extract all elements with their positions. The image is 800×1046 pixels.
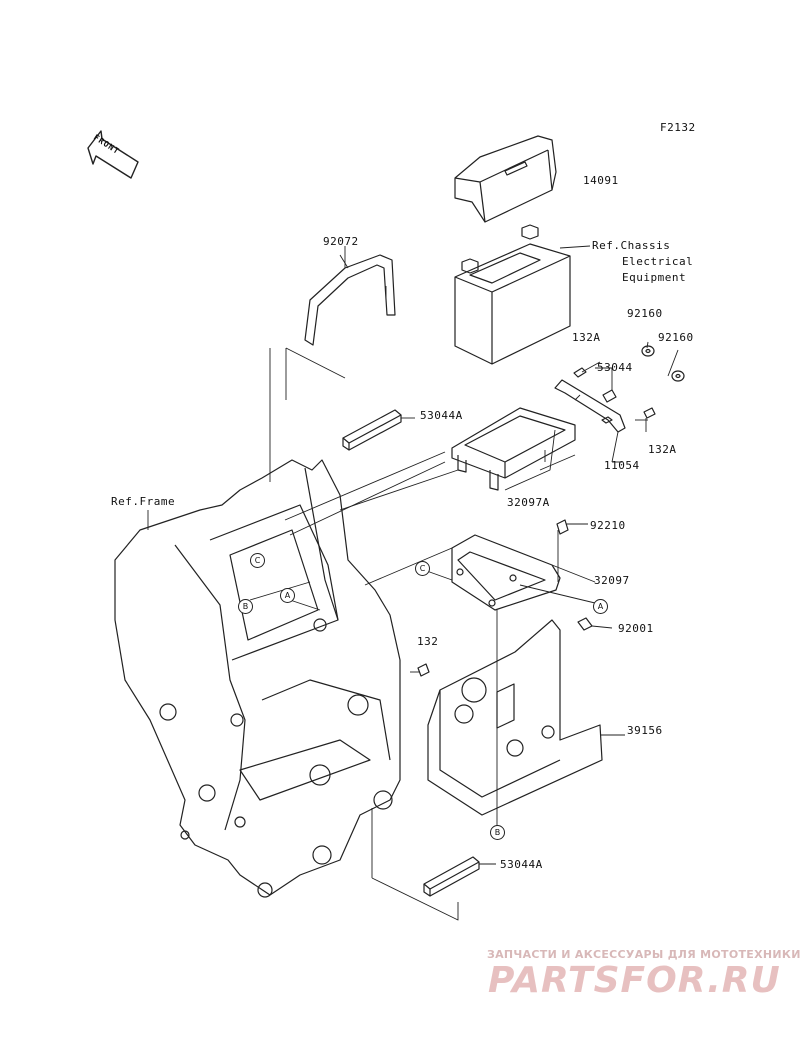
nut-92210-part bbox=[556, 519, 569, 535]
label-53044: 53044 bbox=[597, 361, 633, 374]
lower-cover-part bbox=[427, 619, 603, 816]
damper-rubber-lower-part bbox=[423, 856, 496, 897]
callout-b-frame: B bbox=[238, 599, 253, 614]
label-ref-chassis-line3: Equipment bbox=[622, 271, 687, 284]
callout-c-tray: C bbox=[415, 561, 430, 576]
label-92001: 92001 bbox=[618, 622, 654, 635]
label-ref-frame: Ref.Frame bbox=[111, 495, 176, 508]
label-92072: 92072 bbox=[323, 235, 359, 248]
label-132a-b: 132A bbox=[648, 443, 677, 456]
figure-code: F2132 bbox=[660, 121, 696, 134]
bolt-132-part bbox=[417, 663, 430, 677]
label-132a-a: 132A bbox=[572, 331, 601, 344]
damper-rubber-upper-part bbox=[342, 409, 415, 451]
label-53044a-a: 53044A bbox=[420, 409, 463, 422]
callout-a-frame: A bbox=[280, 588, 295, 603]
battery-part bbox=[454, 224, 591, 365]
label-92210: 92210 bbox=[590, 519, 626, 532]
frame-part bbox=[114, 459, 401, 898]
collar-92160-b bbox=[671, 370, 685, 382]
battery-case-part bbox=[451, 407, 576, 491]
label-132: 132 bbox=[417, 635, 439, 648]
spacer-53044-part bbox=[602, 389, 617, 403]
callout-c-frame: C bbox=[250, 553, 265, 568]
bracket-part bbox=[554, 379, 626, 433]
label-11054: 11054 bbox=[604, 459, 640, 472]
label-14091: 14091 bbox=[583, 174, 619, 187]
watermark-logo: PARTSFOR.RU bbox=[488, 960, 781, 1001]
label-53044a-b: 53044A bbox=[500, 858, 543, 871]
label-92160-a: 92160 bbox=[627, 307, 663, 320]
leader-lines bbox=[147, 246, 679, 921]
collar-92160-a bbox=[641, 345, 655, 357]
bolt-132a-upper bbox=[573, 361, 601, 378]
label-32097a: 32097A bbox=[507, 496, 550, 509]
label-92160-b: 92160 bbox=[658, 331, 694, 344]
callout-b-cover: B bbox=[490, 825, 505, 840]
bolt-92001-part bbox=[577, 617, 613, 631]
battery-strap-part bbox=[304, 254, 396, 346]
label-ref-chassis: Ref.Chassis bbox=[592, 239, 671, 252]
battery-cover-part bbox=[454, 135, 557, 223]
watermark-tagline: ЗАПЧАСТИ И АКСЕССУАРЫ ДЛЯ МОТОТЕХНИКИ bbox=[487, 948, 800, 961]
label-39156: 39156 bbox=[627, 724, 663, 737]
front-arrow-icon bbox=[87, 130, 139, 179]
callout-a-tray: A bbox=[593, 599, 608, 614]
label-32097: 32097 bbox=[594, 574, 630, 587]
battery-tray-part bbox=[451, 534, 561, 611]
label-ref-chassis-line2: Electrical bbox=[622, 255, 694, 268]
